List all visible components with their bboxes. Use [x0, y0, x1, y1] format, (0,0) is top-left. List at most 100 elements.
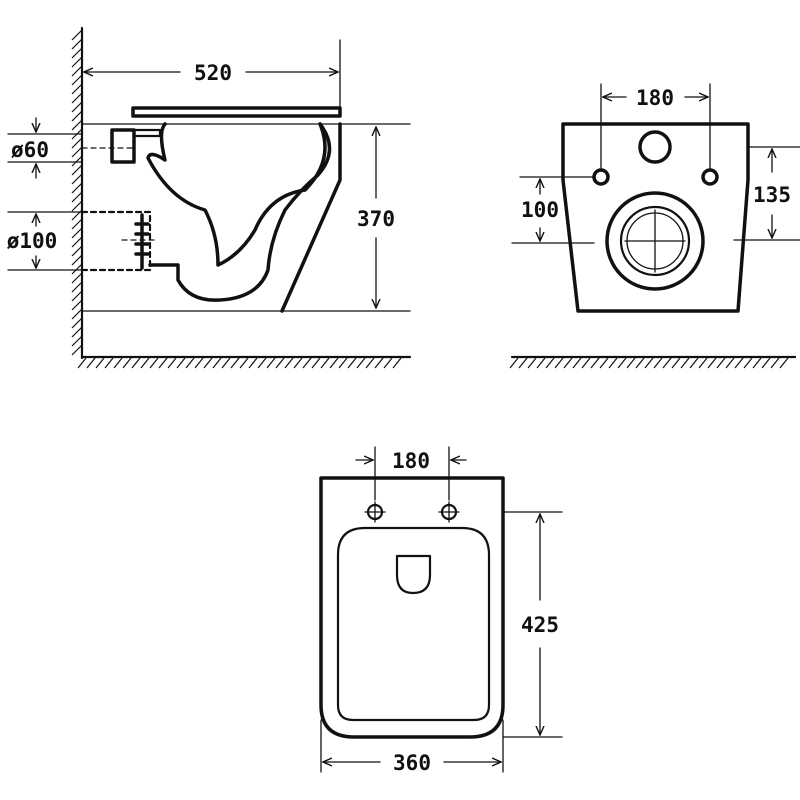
floor-hatch-line	[212, 357, 222, 369]
wall-hatch-line	[71, 92, 83, 104]
wall-hatch-line	[71, 200, 83, 212]
top-bolt-hole-right	[438, 501, 460, 523]
floor-hatch-line	[311, 357, 321, 369]
top-dimension-425: 425	[502, 511, 563, 738]
wall-hatch-line	[71, 326, 83, 338]
floor-hatch-line	[347, 357, 357, 369]
floor-hatch-line	[293, 357, 303, 369]
floor-hatch-line	[608, 357, 618, 369]
rear-outlet-ring	[619, 205, 691, 277]
floor-hatch-line	[779, 357, 789, 369]
rear-outlet-outer	[605, 191, 705, 291]
side-wall	[71, 26, 84, 360]
top-bolt-hole-left	[364, 501, 386, 523]
bowl-front-profile	[280, 122, 342, 313]
floor-hatch-line	[86, 357, 96, 369]
wall-hatch-line	[71, 65, 83, 77]
floor-hatch-line	[248, 357, 258, 369]
floor-hatch-line	[140, 357, 150, 369]
floor-hatch-line	[545, 357, 555, 369]
floor-hatch-line	[266, 357, 276, 369]
wall-hatch-line	[71, 119, 83, 131]
floor-hatch-line	[203, 357, 213, 369]
floor-hatch-line	[590, 357, 600, 369]
top-seat-outline	[336, 526, 491, 722]
wall-hatch-line	[71, 245, 83, 257]
wall-hatch-line	[71, 254, 83, 266]
rear-dimension-180: 180	[600, 83, 711, 169]
side-floor	[77, 355, 412, 369]
dimension-370-label: 370	[357, 207, 395, 231]
floor-hatch-line	[599, 357, 609, 369]
floor-hatch-line	[239, 357, 249, 369]
dimension-520: 520	[84, 61, 338, 85]
floor-hatch-line	[662, 357, 672, 369]
rear-body-outline	[561, 122, 750, 313]
floor-hatch-line	[104, 357, 114, 369]
wall-hatch-line	[71, 317, 83, 329]
floor-hatch-line	[158, 357, 168, 369]
floor-hatch-line	[563, 357, 573, 369]
top-body-outline	[319, 476, 505, 739]
dimension-outlet: ø100	[7, 211, 83, 271]
wall-hatch-line	[71, 290, 83, 302]
wall-hatch-line	[71, 272, 83, 284]
wall-hatch-line	[71, 191, 83, 203]
floor-hatch-line	[131, 357, 141, 369]
floor-hatch-line	[329, 357, 339, 369]
dimension-inlet: ø60	[7, 117, 83, 179]
wall-hatch-line	[71, 110, 83, 122]
toilet-lid	[131, 106, 342, 118]
wall-hatch-line	[71, 182, 83, 194]
waste-outlet	[80, 210, 159, 272]
floor-hatch-line	[167, 357, 177, 369]
floor-hatch-line	[554, 357, 564, 369]
wall-hatch-line	[71, 29, 83, 41]
floor-hatch-line	[635, 357, 645, 369]
wall-hatch-line	[71, 146, 83, 158]
floor-hatch-line	[77, 357, 87, 369]
water-inlet	[81, 128, 162, 164]
wall-hatch-line	[71, 335, 83, 347]
dimension-370: 370	[357, 127, 395, 308]
wall-hatch-line	[71, 173, 83, 185]
top-dimension-360: 360	[320, 719, 504, 775]
rear-view: 180 100 135	[509, 83, 800, 369]
top-dimension-360-label: 360	[393, 751, 431, 775]
floor-hatch-line	[176, 357, 186, 369]
floor-hatch-line	[716, 357, 726, 369]
floor-hatch-line	[230, 357, 240, 369]
floor-hatch-line	[392, 357, 402, 369]
top-flush-opening	[395, 554, 432, 595]
rear-bolt-hole-right	[701, 168, 719, 186]
wall-hatch-line	[71, 47, 83, 59]
floor-hatch-line	[626, 357, 636, 369]
floor-hatch-line	[338, 357, 348, 369]
wall-hatch-line	[71, 227, 83, 239]
floor-hatch-line	[572, 357, 582, 369]
floor-hatch-line	[383, 357, 393, 369]
wall-hatch-line	[71, 74, 83, 86]
wall-hatch-line	[71, 299, 83, 311]
floor-hatch-line	[221, 357, 231, 369]
floor-hatch-line	[149, 357, 159, 369]
floor-hatch-line	[752, 357, 762, 369]
wall-hatch-line	[71, 56, 83, 68]
wall-hatch-line	[71, 281, 83, 293]
floor-hatch-line	[320, 357, 330, 369]
rear-dimension-180-label: 180	[636, 86, 674, 110]
floor-hatch-line	[365, 357, 375, 369]
floor-hatch-line	[725, 357, 735, 369]
top-dimension-425-label: 425	[521, 613, 559, 637]
floor-hatch-line	[644, 357, 654, 369]
rear-dimension-100-label: 100	[521, 198, 559, 222]
bowl-trap-curve	[148, 122, 332, 302]
floor-hatch-line	[302, 357, 312, 369]
floor-hatch-line	[527, 357, 537, 369]
floor-hatch-line	[617, 357, 627, 369]
top-dimension-180: 180	[355, 446, 467, 501]
wall-hatch-line	[71, 308, 83, 320]
top-view: 180 425 360	[319, 446, 563, 775]
floor-hatch-line	[653, 357, 663, 369]
